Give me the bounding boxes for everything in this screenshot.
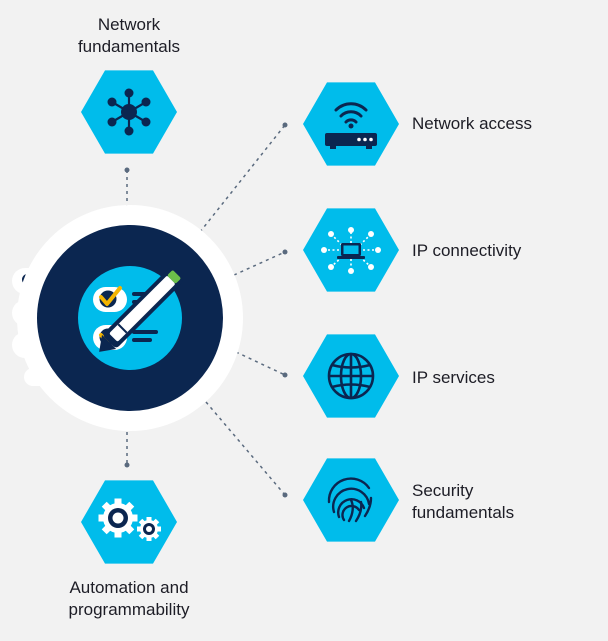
connector-ip-services: [235, 351, 286, 376]
wifi-router-icon: [325, 102, 377, 149]
label-network-fundamentals: Network fundamentals: [77, 15, 181, 56]
checklist-pencil-icon: [93, 268, 183, 352]
hex-automation-programmability: [81, 480, 177, 564]
fingerprint-icon: [327, 477, 373, 523]
label-ip-services: IP services: [412, 368, 495, 387]
hex-ip-services: [303, 334, 399, 418]
label-network-access: Network access: [412, 114, 532, 133]
hex-network-fundamentals: [81, 70, 177, 154]
hex-ip-connectivity: [303, 208, 399, 292]
laptop-network-icon: [321, 227, 381, 274]
globe-icon: [327, 352, 375, 400]
connector-network-access: [199, 124, 286, 233]
hub: [12, 205, 243, 431]
connector-ip-connectivity: [233, 251, 286, 276]
network-nodes-icon: [107, 88, 151, 136]
label-automation-programmability: Automation and programmability: [68, 578, 190, 619]
hex-network-access: [303, 82, 399, 166]
label-ip-connectivity: IP connectivity: [412, 241, 522, 260]
hex-security-fundamentals: [303, 458, 399, 542]
connector-security-fundamentals: [205, 401, 286, 496]
label-security-fundamentals: Security fundamentals: [412, 481, 515, 522]
connector-end-dots: [124, 122, 288, 498]
